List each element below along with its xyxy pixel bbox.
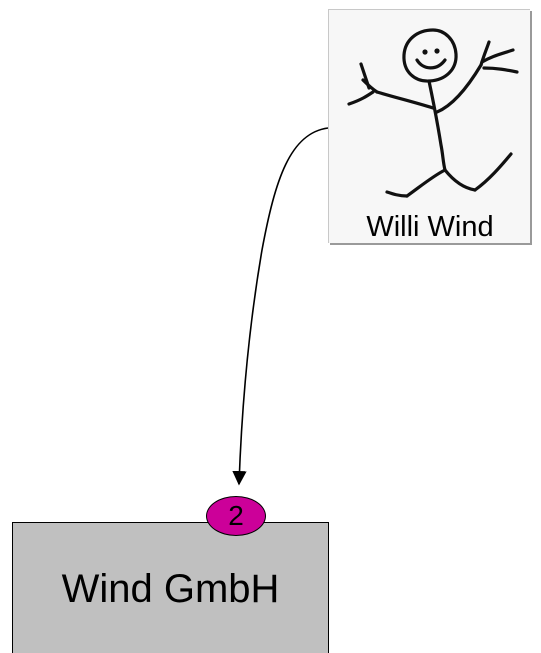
person-name: Willi Wind (366, 211, 494, 243)
connector-arrow (232, 127, 329, 486)
link-badge: 2 (206, 496, 266, 536)
person-card: Willi Wind (328, 9, 530, 243)
stick-figure-icon (347, 28, 519, 198)
company-box: Wind GmbH (12, 522, 329, 653)
company-name: Wind GmbH (61, 567, 280, 611)
